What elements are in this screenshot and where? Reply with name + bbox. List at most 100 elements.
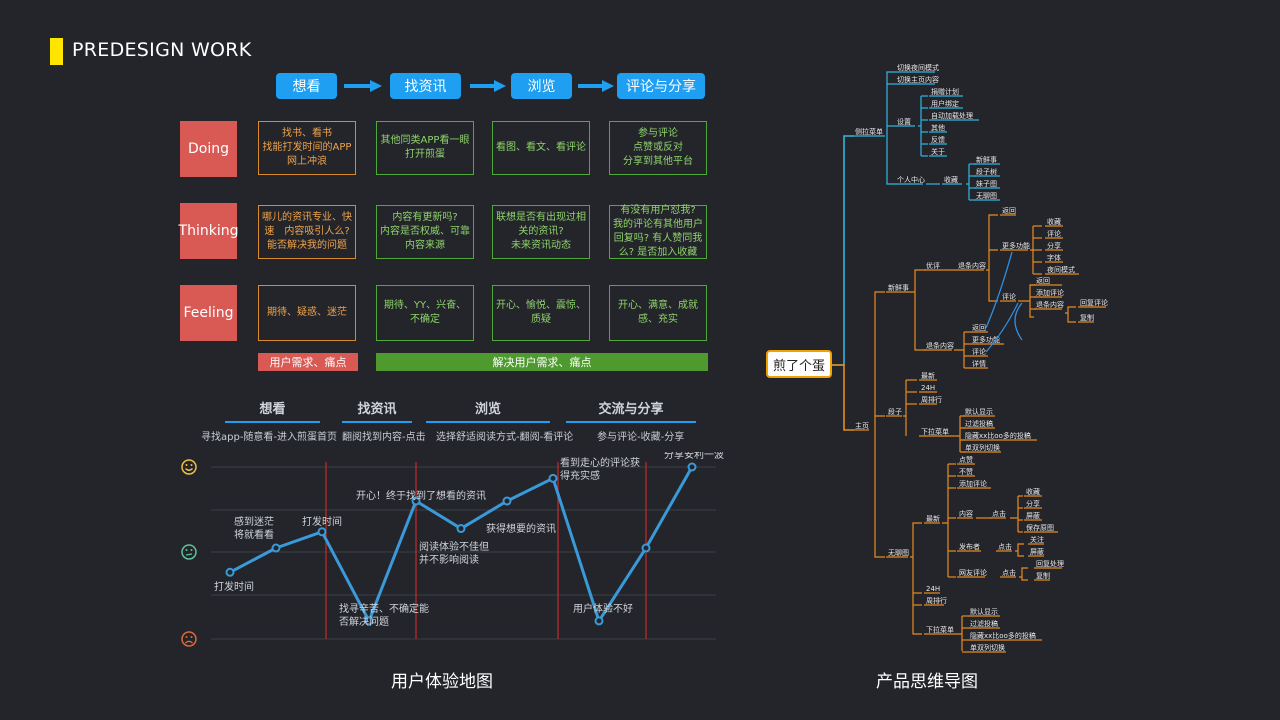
arrow-right-icon bbox=[344, 80, 382, 92]
mindmap-node-fresh: 新鲜事 bbox=[888, 283, 909, 292]
mindmap-connector bbox=[886, 136, 895, 185]
caption-user-journey: 用户体验地图 bbox=[391, 672, 493, 692]
mindmap-node: 复制 bbox=[1036, 571, 1050, 580]
mindmap-node: 最新 bbox=[926, 514, 940, 523]
product-mind-map: 侧拉菜单切换夜间模式切换主页内容设置捐赠计划用户绑定自动加载处理其他反馈关于个人… bbox=[832, 63, 1108, 653]
mindmap-node: 过滤投稿 bbox=[970, 619, 998, 628]
mindmap-node: 添加评论 bbox=[959, 479, 987, 488]
flow-step-want: 想看 bbox=[276, 73, 337, 99]
mindmap-node: 优评 bbox=[926, 261, 940, 270]
data-point-3 bbox=[364, 616, 374, 626]
point-label-7: 看到走心的评论获 bbox=[560, 456, 640, 469]
mindmap-node: 新鲜事 bbox=[976, 155, 997, 164]
mindmap-node: 内容 bbox=[959, 509, 973, 518]
cell-doing-1: 找书、看书 找能打发时间的APP 网上冲浪 bbox=[258, 121, 356, 175]
mindmap-node: 添加评论 bbox=[1036, 288, 1064, 297]
data-point-5 bbox=[456, 524, 466, 534]
mindmap-node: 评论 bbox=[972, 347, 986, 356]
mindmap-connector bbox=[966, 164, 970, 200]
neutral-face-icon bbox=[181, 544, 197, 560]
mindmap-node: 捐赠计划 bbox=[931, 87, 959, 96]
cell-feeling-2: 期待、YY、兴奋、不确定 bbox=[376, 285, 474, 341]
stage-underline bbox=[342, 421, 412, 423]
mindmap-node: 更多功能 bbox=[972, 335, 1000, 344]
frown-icon-mouth bbox=[185, 640, 193, 644]
mindmap-node: 默认显示 bbox=[970, 607, 998, 616]
stage-title-find: 找资讯 bbox=[357, 402, 397, 417]
mindmap-node: 段子树 bbox=[976, 167, 997, 176]
data-point-1 bbox=[271, 543, 281, 553]
stage-title-want: 想看 bbox=[259, 402, 286, 417]
mindmap-node: 点击 bbox=[992, 509, 1006, 518]
point-label-6: 获得想要的资讯 bbox=[486, 522, 556, 535]
mindmap-node: 无聊图 bbox=[976, 191, 997, 200]
mindmap-node: 退条内容 bbox=[958, 261, 986, 270]
row-label-doing: Doing bbox=[180, 121, 237, 177]
mindmap-connector bbox=[1019, 567, 1028, 581]
cell-feeling-1: 期待、疑惑、迷茫 bbox=[258, 285, 356, 341]
mindmap-node-settings: 设置 bbox=[897, 117, 911, 126]
stage-underline bbox=[566, 421, 696, 423]
mindmap-node: 下拉菜单 bbox=[926, 625, 954, 634]
neutral-face-icon-mouth bbox=[185, 553, 193, 556]
point-label-4: 开心！终于找到了想看的资讯 bbox=[356, 489, 486, 502]
cell-thinking-3: 联想是否有出现过相关的资讯? 未来资讯动态 bbox=[492, 205, 590, 259]
mindmap-node: 评论 bbox=[1047, 229, 1061, 238]
mindmap-root-node: 煎了个蛋 bbox=[766, 350, 832, 378]
solution-tag: 解决用户需求、痛点 bbox=[376, 353, 708, 371]
cell-doing-2: 其他同类APP看一眼 打开煎蛋 bbox=[376, 121, 474, 175]
frown-icon bbox=[181, 631, 197, 647]
mindmap-node: 返回 bbox=[1002, 207, 1016, 215]
mindmap-node: 收藏 bbox=[1026, 487, 1040, 496]
point-label-10: 分享安利一波 bbox=[664, 452, 724, 461]
mindmap-node: 复制 bbox=[1080, 313, 1094, 322]
mindmap-node-collect: 收藏 bbox=[944, 175, 958, 184]
mindmap-connector bbox=[912, 269, 926, 351]
mindmap-node: 返回 bbox=[972, 324, 986, 332]
stage-title-browse: 浏览 bbox=[474, 402, 501, 417]
mindmap-node: 保存原图 bbox=[1026, 523, 1054, 532]
mindmap-node: 发布者 bbox=[959, 542, 980, 551]
mindmap-branch-side bbox=[832, 135, 854, 366]
cell-feeling-4: 开心、满意、成就感、充实 bbox=[609, 285, 707, 341]
data-point-10 bbox=[687, 462, 697, 472]
data-point-0 bbox=[225, 567, 235, 577]
smile-icon-eye bbox=[190, 464, 193, 466]
stage-subtitle: 选择舒适阅读方式-翻阅-看评论 bbox=[436, 432, 574, 443]
neutral-face-icon-eye bbox=[185, 549, 188, 551]
cell-doing-3: 看图、看文、看评论 bbox=[492, 121, 590, 175]
mindmap-node: 退条内容 bbox=[926, 341, 954, 350]
mindmap-connector bbox=[1018, 284, 1034, 318]
mindmap-node: 网友评论 bbox=[959, 568, 987, 577]
mindmap-node: 夜间模式 bbox=[1047, 265, 1075, 274]
arrow-right-icon bbox=[578, 80, 614, 92]
data-point-4 bbox=[411, 496, 421, 506]
neutral-face-icon-eye bbox=[190, 549, 193, 551]
point-label-8: 用户体验不好 bbox=[573, 602, 633, 615]
stage-title-share: 交流与分享 bbox=[598, 402, 664, 417]
stage-subtitle: 参与评论-收藏-分享 bbox=[597, 432, 685, 443]
cell-feeling-3: 开心、愉悦、震惊、质疑 bbox=[492, 285, 590, 341]
data-point-7 bbox=[548, 473, 558, 483]
mindmap-connector bbox=[1015, 543, 1024, 557]
mindmap-node-side-menu: 侧拉菜单 bbox=[855, 127, 883, 136]
smile-icon-eye bbox=[185, 464, 188, 466]
mindmap-node: 不赞 bbox=[959, 467, 973, 476]
mindmap-connector bbox=[874, 291, 885, 558]
mindmap-connector bbox=[942, 464, 949, 577]
mindmap-connector bbox=[1065, 306, 1076, 323]
mindmap-node: 分享 bbox=[1026, 499, 1040, 508]
stage-subtitle: 翻阅找到内容-点击 bbox=[342, 432, 426, 443]
mindmap-node: 隐藏xx比oo多的投稿 bbox=[970, 631, 1036, 640]
mindmap-connector bbox=[886, 71, 895, 136]
experience-curve-chart: 打发时间感到迷茫将就看看打发时间找寻辛苦、不确定能否解决问题开心！终于找到了想看… bbox=[181, 452, 724, 647]
row-label-feeling: Feeling bbox=[180, 285, 237, 341]
mindmap-node: 点击 bbox=[998, 542, 1012, 551]
row-label-thinking: Thinking bbox=[179, 203, 238, 259]
mindmap-node: 单双列切换 bbox=[970, 643, 1005, 652]
mindmap-link-arrow bbox=[985, 251, 1013, 329]
smile-icon-mouth bbox=[185, 468, 193, 471]
mindmap-link-arrow bbox=[985, 302, 1019, 353]
mindmap-node: 用户绑定 bbox=[931, 99, 959, 108]
mindmap-node: 反馈 bbox=[931, 135, 945, 144]
